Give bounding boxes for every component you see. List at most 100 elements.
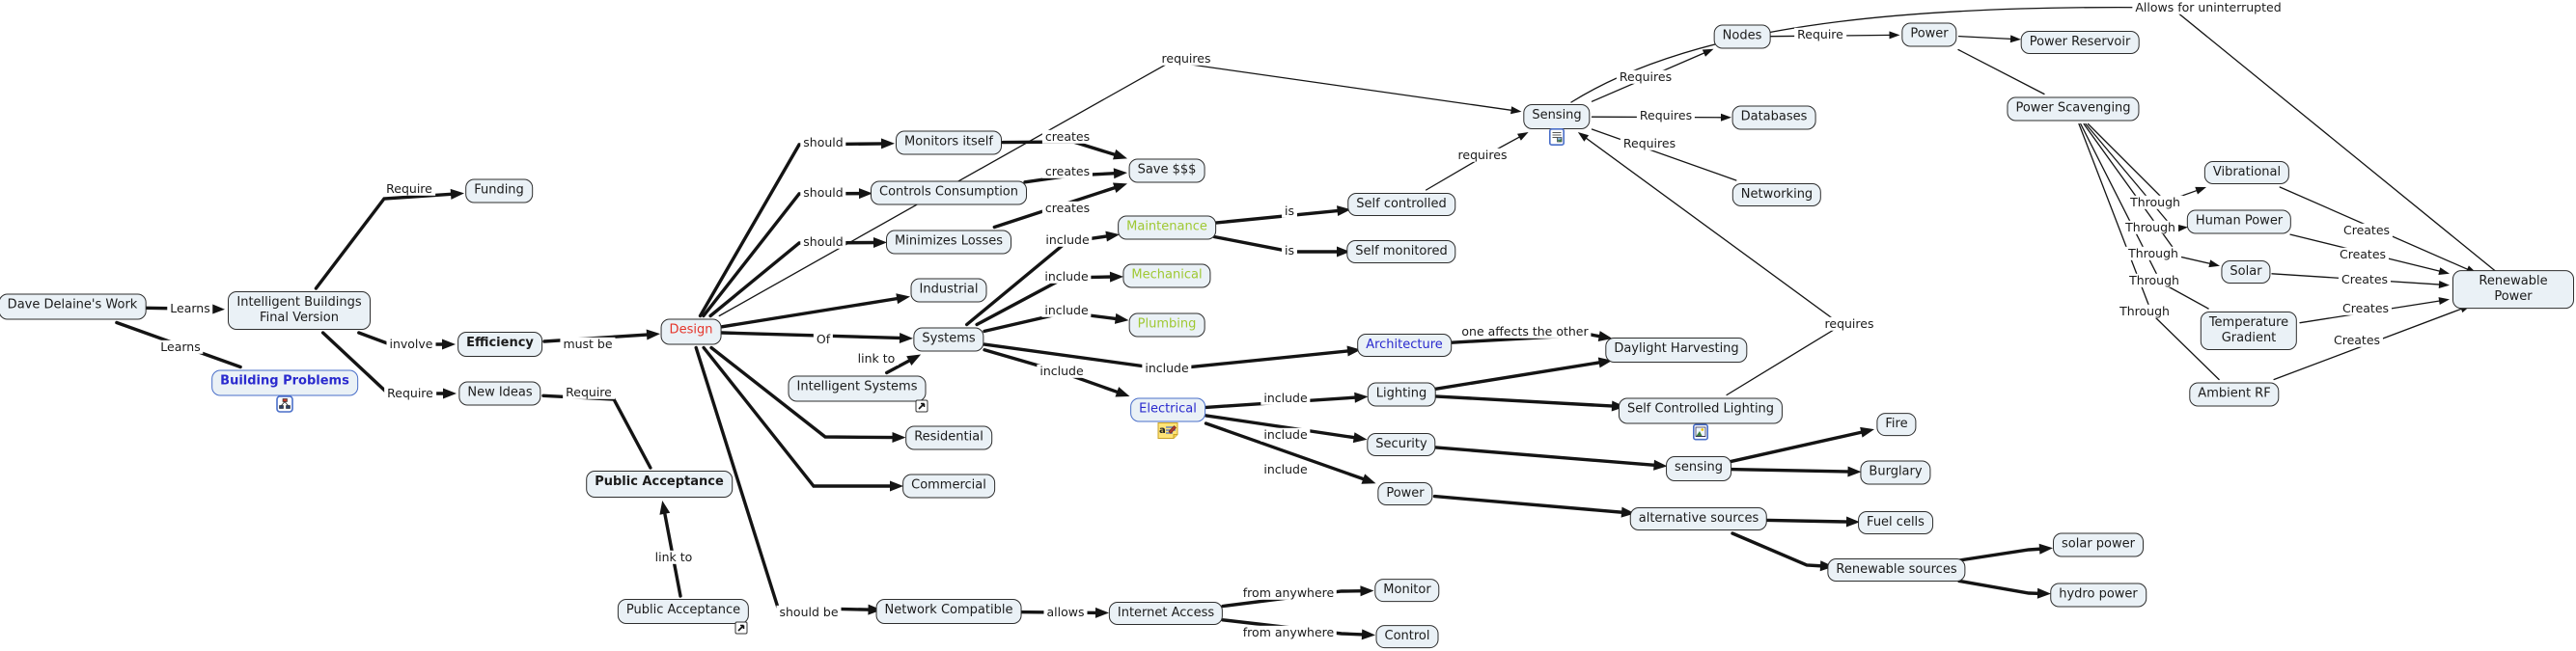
- edge-label[interactable]: should: [800, 234, 846, 250]
- node-dave[interactable]: Dave Delaine's Work: [0, 293, 147, 320]
- node-lighting[interactable]: Lighting: [1367, 382, 1436, 407]
- edge-label[interactable]: link to: [854, 351, 899, 366]
- node-databases[interactable]: Databases: [1731, 105, 1816, 130]
- node-self-controlled-lighting[interactable]: Self Controlled Lighting: [1618, 397, 1784, 424]
- node-solar[interactable]: Solar: [2221, 260, 2271, 284]
- node-alternative-sources[interactable]: alternative sources: [1629, 507, 1768, 530]
- edge-label[interactable]: Creates: [2330, 333, 2384, 348]
- edge-label[interactable]: involve: [386, 337, 436, 352]
- node-power-scavenging[interactable]: Power Scavenging: [2007, 96, 2140, 122]
- edge-label[interactable]: include: [1042, 232, 1093, 248]
- edge-label[interactable]: Allows for uninterrupted: [2132, 0, 2285, 15]
- edge-label[interactable]: requires: [1821, 316, 1877, 332]
- edge-label[interactable]: Creates: [2338, 272, 2392, 287]
- node-ambient-rf[interactable]: Ambient RF: [2189, 382, 2280, 407]
- edge-label[interactable]: Require: [384, 386, 436, 401]
- edge-label[interactable]: include: [1037, 364, 1087, 379]
- edge-label[interactable]: Require: [1794, 27, 1846, 42]
- node-public-acceptance-bold[interactable]: Public Acceptance: [586, 471, 733, 498]
- node-monitor[interactable]: Monitor: [1374, 579, 1440, 602]
- edge-label[interactable]: Through: [2122, 220, 2178, 235]
- edge-label[interactable]: Through: [2126, 273, 2182, 288]
- node-building-problems[interactable]: Building Problems: [211, 369, 358, 396]
- node-design[interactable]: Design: [660, 318, 722, 345]
- node-intelligent-systems[interactable]: Intelligent Systems: [788, 375, 927, 402]
- node-intelligent-buildings[interactable]: Intelligent Buildings Final Version: [228, 291, 371, 330]
- node-commercial[interactable]: Commercial: [902, 474, 995, 499]
- node-architecture[interactable]: Architecture: [1357, 334, 1452, 357]
- edge-label[interactable]: Learns: [167, 301, 213, 316]
- edge-label[interactable]: Of: [813, 332, 834, 347]
- edge-label[interactable]: Creates: [2339, 301, 2393, 316]
- edge-label[interactable]: allows: [1043, 605, 1088, 620]
- note-icon[interactable]: a: [1156, 421, 1179, 439]
- node-human-power[interactable]: Human Power: [2186, 209, 2292, 234]
- node-systems[interactable]: Systems: [913, 327, 984, 352]
- node-public-acceptance-node[interactable]: Public Acceptance: [617, 599, 750, 624]
- edge-label[interactable]: link to: [651, 550, 696, 565]
- edge-label[interactable]: Learns: [157, 339, 204, 355]
- edge-label[interactable]: should: [800, 185, 846, 201]
- edge-label[interactable]: Through: [2125, 246, 2181, 261]
- node-network-compatible[interactable]: Network Compatible: [875, 599, 1022, 624]
- node-power-mid[interactable]: Power: [1377, 482, 1433, 505]
- edge-label[interactable]: Require: [383, 181, 435, 197]
- doc-icon[interactable]: [1549, 128, 1565, 146]
- edge-label[interactable]: requires: [1158, 51, 1214, 67]
- node-industrial[interactable]: Industrial: [910, 278, 987, 303]
- edge-label[interactable]: include: [1041, 269, 1092, 285]
- node-maintenance[interactable]: Maintenance: [1118, 215, 1216, 240]
- node-networking[interactable]: Networking: [1731, 183, 1822, 206]
- edge-label[interactable]: Require: [563, 385, 615, 400]
- node-power-reservoir[interactable]: Power Reservoir: [2020, 31, 2140, 54]
- goto-icon[interactable]: [915, 399, 928, 412]
- node-self-controlled[interactable]: Self controlled: [1347, 193, 1455, 216]
- node-sensing-cap[interactable]: Sensing: [1523, 104, 1591, 129]
- edge-label[interactable]: Creates: [2340, 223, 2394, 238]
- node-new-ideas[interactable]: New Ideas: [458, 381, 541, 406]
- goto-icon[interactable]: [734, 621, 748, 635]
- node-sensing-low[interactable]: sensing: [1666, 456, 1731, 481]
- edge-label[interactable]: from anywhere: [1239, 625, 1338, 640]
- edge-label[interactable]: is: [1282, 203, 1297, 219]
- node-burglary[interactable]: Burglary: [1860, 460, 1931, 485]
- node-temperature-gradient[interactable]: Temperature Gradient: [2200, 312, 2298, 350]
- node-mechanical[interactable]: Mechanical: [1122, 263, 1211, 288]
- node-hydro-power[interactable]: hydro power: [2050, 583, 2147, 608]
- edge-label[interactable]: Requires: [1616, 69, 1676, 85]
- edge-label[interactable]: include: [1260, 462, 1311, 477]
- node-monitors-itself[interactable]: Monitors itself: [896, 130, 1002, 155]
- node-minimizes-losses[interactable]: Minimizes Losses: [886, 230, 1011, 255]
- node-efficiency[interactable]: Efficiency: [457, 332, 542, 357]
- node-renewable-power[interactable]: Renewable Power: [2452, 270, 2574, 309]
- edge-label[interactable]: should be: [776, 605, 842, 620]
- edge-label[interactable]: should: [800, 135, 846, 150]
- node-daylight[interactable]: Daylight Harvesting: [1605, 338, 1748, 363]
- edge-label[interactable]: Requires: [1636, 108, 1696, 123]
- node-residential[interactable]: Residential: [905, 425, 992, 450]
- edge-label[interactable]: include: [1260, 391, 1311, 406]
- edge-label[interactable]: must be: [560, 337, 616, 352]
- cmap-icon[interactable]: [276, 394, 293, 413]
- edge-label[interactable]: include: [1260, 427, 1311, 443]
- edge-label[interactable]: Requires: [1620, 136, 1679, 151]
- node-power-top[interactable]: Power: [1901, 22, 1957, 47]
- edge-label[interactable]: creates: [1041, 201, 1094, 216]
- node-internet-access[interactable]: Internet Access: [1108, 602, 1224, 625]
- node-electrical[interactable]: Electrical: [1130, 397, 1205, 422]
- node-security[interactable]: Security: [1367, 433, 1436, 456]
- node-solar-power[interactable]: solar power: [2053, 532, 2144, 557]
- pic-icon[interactable]: [1693, 423, 1708, 440]
- edge-label[interactable]: include: [1142, 361, 1192, 376]
- node-funding[interactable]: Funding: [465, 178, 533, 203]
- node-vibrational[interactable]: Vibrational: [2203, 161, 2290, 184]
- node-save[interactable]: Save $$$: [1128, 158, 1205, 183]
- node-control[interactable]: Control: [1375, 625, 1439, 648]
- node-self-monitored[interactable]: Self monitored: [1346, 240, 1456, 263]
- edge-label[interactable]: from anywhere: [1239, 585, 1338, 601]
- edge-label[interactable]: one affects the other: [1458, 324, 1592, 339]
- edge-label[interactable]: Creates: [2336, 247, 2390, 262]
- edge-label[interactable]: Through: [2117, 304, 2173, 319]
- node-fuel-cells[interactable]: Fuel cells: [1858, 511, 1933, 534]
